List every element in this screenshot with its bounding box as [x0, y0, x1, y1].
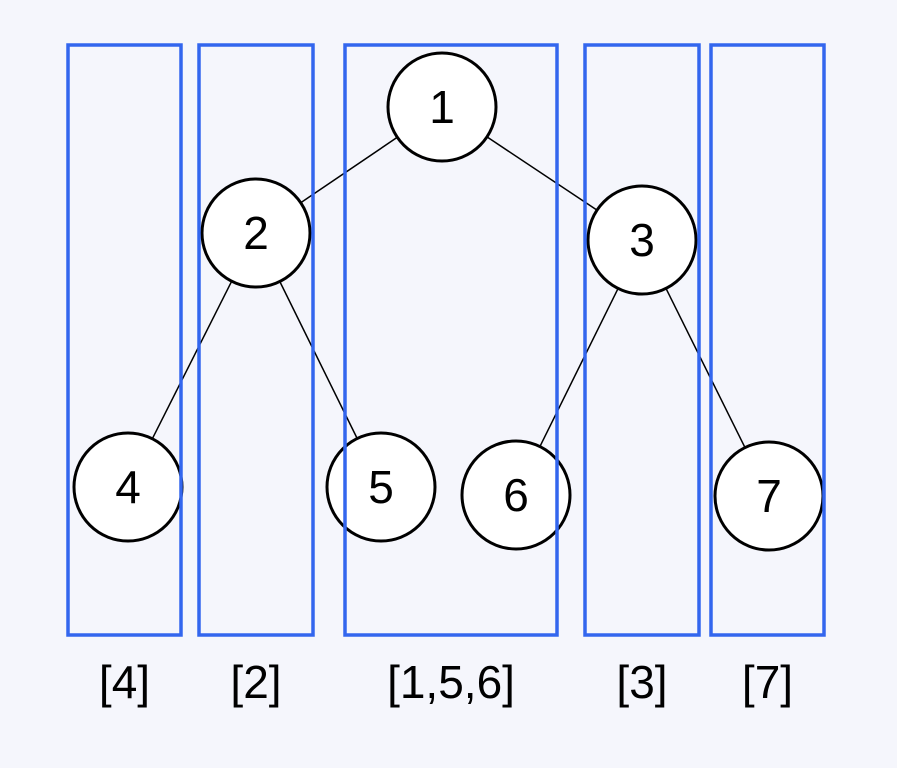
tree-node-3: 3 [586, 184, 698, 296]
tree-node-1: 1 [386, 51, 498, 163]
node-circle [200, 177, 312, 289]
node-label: 5 [368, 461, 394, 513]
tree-node-6: 6 [460, 439, 572, 551]
node-circle [325, 431, 437, 543]
edge-3-7 [665, 288, 746, 448]
edge-2-4 [151, 280, 233, 440]
column-box-1 [66, 43, 183, 637]
column-box-5 [709, 43, 826, 637]
nodes-layer: 1 2 3 4 5 6 7 [72, 51, 825, 552]
columns-layer [66, 43, 826, 637]
column-label-5: [7] [742, 656, 793, 708]
tree-node-7: 7 [713, 440, 825, 552]
node-circle [460, 439, 572, 551]
node-label: 3 [629, 214, 655, 266]
column-label-3: [1,5,6] [387, 656, 515, 708]
column-labels-layer: [4] [2] [1,5,6] [3] [7] [99, 656, 793, 708]
tree-node-5: 5 [325, 431, 437, 543]
node-label: 7 [756, 470, 782, 522]
edge-1-2 [300, 136, 398, 204]
column-label-2: [2] [230, 656, 281, 708]
column-label-4: [3] [616, 656, 667, 708]
node-label: 2 [243, 207, 269, 259]
node-circle [386, 51, 498, 163]
column-box-2 [197, 43, 315, 637]
column-box-4 [583, 43, 701, 637]
node-label: 6 [503, 469, 529, 521]
column-label-1: [4] [99, 656, 150, 708]
edge-3-6 [539, 288, 619, 447]
tree-node-4: 4 [72, 431, 184, 543]
edge-1-3 [486, 136, 598, 211]
node-label: 4 [115, 461, 141, 513]
column-box-3 [343, 43, 559, 637]
tree-node-2: 2 [200, 177, 312, 289]
node-circle [586, 184, 698, 296]
node-label: 1 [429, 81, 455, 133]
